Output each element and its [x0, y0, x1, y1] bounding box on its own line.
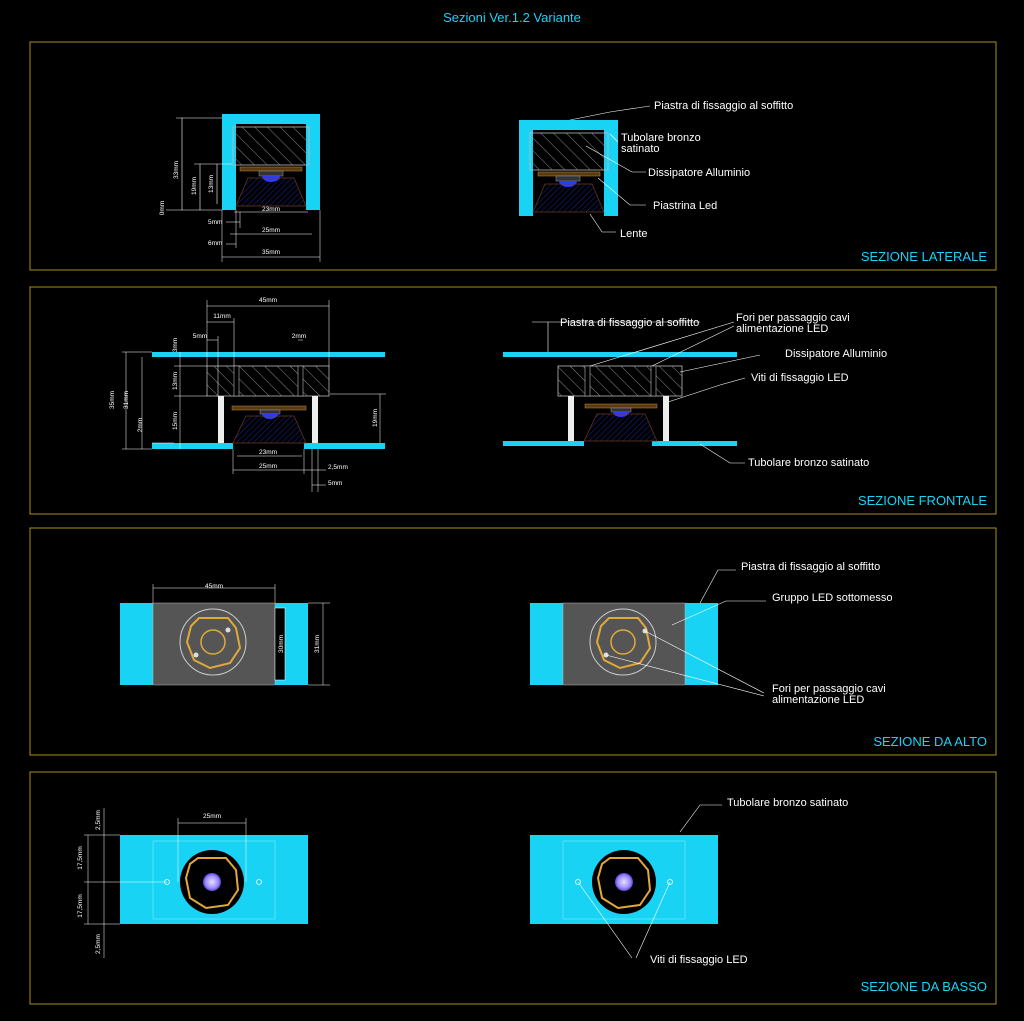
- dim-5mm: 5mm: [208, 219, 222, 226]
- basso-view-left: [84, 808, 308, 958]
- frontale-section-left: [122, 300, 386, 492]
- dim-19mm-frontale: 19mm: [372, 409, 379, 427]
- dim-31mm-alto: 31mm: [314, 635, 321, 653]
- frontale-section-right: [503, 321, 761, 464]
- dim-17-5mm-basso-b: 17,5mm: [77, 894, 84, 917]
- panel-frame-alto: [29, 527, 997, 756]
- dim-0mm: 0mm: [159, 201, 166, 215]
- dim-31mm-frontale: 31mm: [123, 391, 130, 409]
- panel-title-basso: SEZIONE DA BASSO: [861, 979, 987, 994]
- label-tubolare-basso: Tubolare bronzo satinato: [727, 797, 848, 809]
- dim-45mm-frontale: 45mm: [259, 297, 277, 304]
- label-viti-frontale: Viti di fissaggio LED: [751, 372, 849, 384]
- dim-25mm-basso: 25mm: [203, 813, 221, 820]
- dim-13mm-frontale: 13mm: [172, 372, 179, 390]
- dim-13mm: 13mm: [208, 175, 215, 193]
- dim-25mm-frontale: 25mm: [259, 463, 277, 470]
- laterale-section-left: [166, 114, 321, 262]
- label-dissipatore-frontale: Dissipatore Alluminio: [785, 348, 887, 360]
- dim-2mm-frontale: 2mm: [137, 418, 144, 432]
- panel-title-laterale: SEZIONE LATERALE: [861, 249, 988, 264]
- dim-2mm-top: 2mm: [292, 333, 306, 340]
- alto-view-right: [530, 569, 766, 697]
- label-fori-alto-1: Fori per passaggio cavi: [772, 683, 886, 695]
- dim-5mm-bottom-frontale: 5mm: [328, 480, 342, 487]
- panel-frame-laterale: [29, 41, 997, 271]
- label-gruppo-alto: Gruppo LED sottomesso: [772, 592, 892, 604]
- panel-title-alto: SEZIONE DA ALTO: [873, 734, 987, 749]
- dim-19mm: 19mm: [191, 177, 198, 195]
- dim-35mm: 35mm: [262, 249, 280, 256]
- label-piastra-alto: Piastra di fissaggio al soffitto: [741, 561, 880, 573]
- panel-frame-basso: [29, 771, 997, 1005]
- dim-3mm: 3mm: [172, 338, 179, 352]
- label-piastrina-laterale: Piastrina Led: [653, 200, 717, 212]
- page-title: Sezioni Ver.1.2 Variante: [443, 10, 581, 25]
- label-tubolare-laterale-2: satinato: [621, 143, 660, 155]
- label-fori-frontale-1: Fori per passaggio cavi: [736, 312, 850, 324]
- label-tubolare-frontale: Tubolare bronzo satinato: [748, 457, 869, 469]
- dim-5mm-frontale: 5mm: [193, 333, 207, 340]
- dim-2-5mm-basso-bottom: 2,5mm: [95, 934, 102, 954]
- dim-35mm-frontale: 35mm: [109, 391, 116, 409]
- label-piastra-frontale: Piastra di fissaggio al soffitto: [560, 317, 699, 329]
- dim-23mm-frontale: 23mm: [259, 449, 277, 456]
- panel-title-frontale: SEZIONE FRONTALE: [858, 493, 987, 508]
- label-lente-laterale: Lente: [620, 228, 648, 240]
- dim-11mm: 11mm: [213, 313, 231, 320]
- dim-30mm-alto: 30mm: [278, 635, 285, 653]
- label-fori-alto-2: alimentazione LED: [772, 694, 864, 706]
- dim-45mm-alto: 45mm: [205, 583, 223, 590]
- dim-15mm-frontale: 15mm: [172, 412, 179, 430]
- basso-view-right: [530, 804, 722, 959]
- dim-23mm: 23mm: [262, 206, 280, 213]
- label-fori-frontale-2: alimentazione LED: [736, 323, 828, 335]
- label-viti-basso: Viti di fissaggio LED: [650, 954, 748, 966]
- dim-33mm: 33mm: [173, 161, 180, 179]
- laterale-section-right: [519, 105, 651, 233]
- dim-2-5mm-frontale: 2,5mm: [328, 464, 348, 471]
- panel-frame-frontale: [29, 286, 997, 515]
- label-tubolare-laterale-1: Tubolare bronzo: [621, 132, 701, 144]
- dim-6mm: 6mm: [208, 240, 222, 247]
- dim-17-5mm-basso-a: 17,5mm: [77, 846, 84, 869]
- alto-view-left: [120, 584, 330, 686]
- label-piastra-laterale: Piastra di fissaggio al soffitto: [654, 100, 793, 112]
- dim-25mm: 25mm: [262, 227, 280, 234]
- dim-2-5mm-basso-top: 2,5mm: [95, 810, 102, 830]
- label-dissipatore-laterale: Dissipatore Alluminio: [648, 167, 750, 179]
